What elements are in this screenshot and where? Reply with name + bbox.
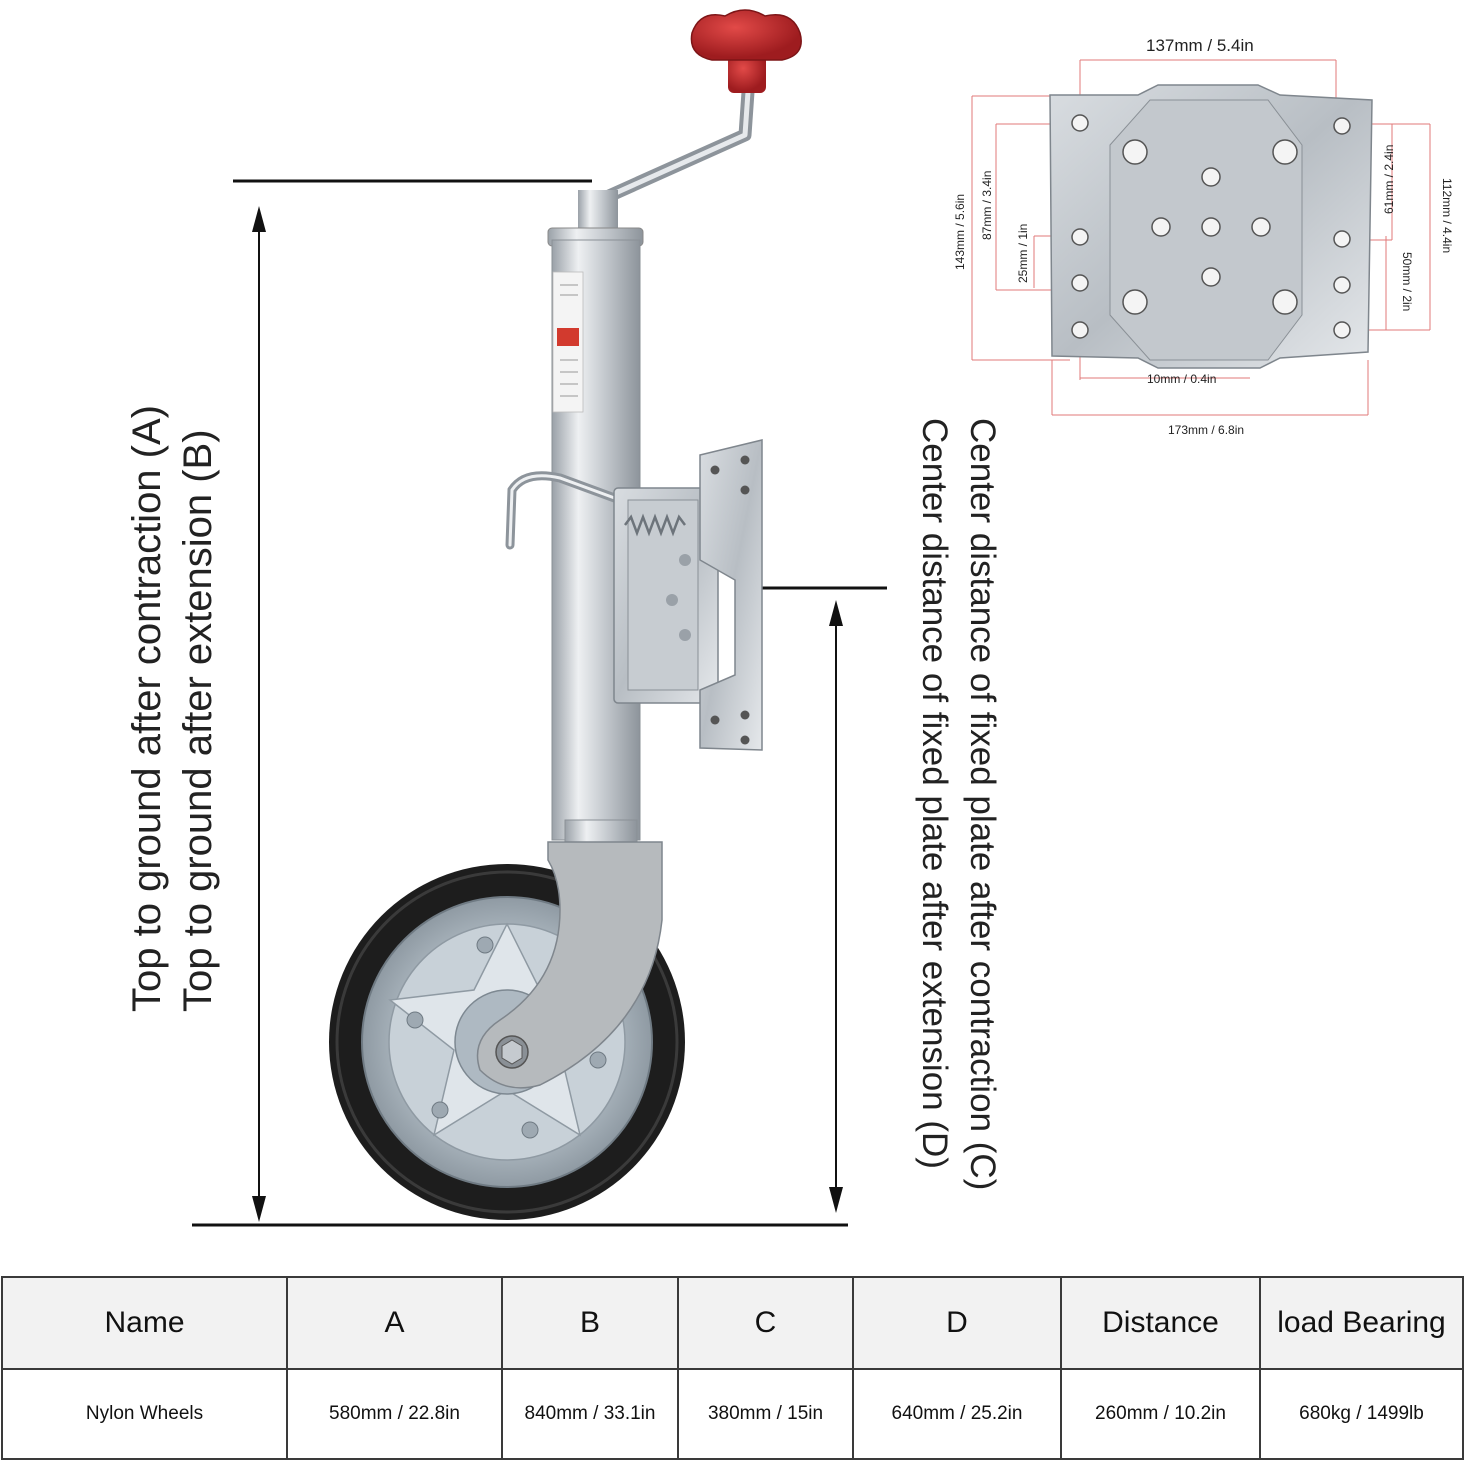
jockey-wheel-diagram — [192, 9, 887, 1227]
plate-body — [1049, 84, 1373, 369]
header-distance: Distance — [1060, 1276, 1261, 1370]
fork — [476, 841, 663, 1089]
spec-table: Name A B C D Distance load Bearing Nylon… — [1, 1276, 1464, 1460]
plate-left-outer: 143mm / 5.6in — [953, 193, 967, 270]
mounting-plate-drawing — [971, 59, 1431, 416]
clamp-bracket — [505, 471, 719, 704]
header-load-bearing: load Bearing — [1259, 1276, 1464, 1370]
label-d: Center distance of fixed plate after ext… — [915, 418, 954, 1169]
crank-handle — [591, 9, 802, 229]
dimension-ab — [192, 179, 848, 1227]
table-row: Nylon Wheels 580mm / 22.8in 840mm / 33.1… — [1, 1368, 1464, 1460]
label-a: Top to ground after contraction (A) — [125, 405, 169, 1012]
cell-c: 380mm / 15in — [677, 1368, 854, 1460]
fixed-plate — [699, 439, 763, 751]
cell-d: 640mm / 25.2in — [852, 1368, 1062, 1460]
plate-top-width: 137mm / 5.4in — [1146, 36, 1254, 55]
plate-right-inner: 50mm / 2in — [1400, 252, 1414, 312]
plate-left-mid: 87mm / 3.4in — [980, 170, 994, 240]
label-c: Center distance of fixed plate after con… — [963, 418, 1002, 1191]
header-a: A — [286, 1276, 503, 1370]
cell-a: 580mm / 22.8in — [286, 1368, 503, 1460]
cell-b: 840mm / 33.1in — [501, 1368, 679, 1460]
plate-left-inner: 25mm / 1in — [1016, 223, 1030, 283]
plate-hole-offset: 10mm / 0.4in — [1147, 372, 1217, 386]
cell-load-bearing: 680kg / 1499lb — [1259, 1368, 1464, 1460]
header-name: Name — [1, 1276, 288, 1370]
header-b: B — [501, 1276, 679, 1370]
plate-right-top: 61mm / 2.4in — [1382, 144, 1396, 214]
header-d: D — [852, 1276, 1062, 1370]
label-b: Top to ground after extension (B) — [176, 429, 220, 1012]
plate-bottom-width: 173mm / 6.8in — [1168, 423, 1245, 437]
cell-name: Nylon Wheels — [1, 1368, 288, 1460]
table-header-row: Name A B C D Distance load Bearing — [1, 1276, 1464, 1370]
cell-distance: 260mm / 10.2in — [1060, 1368, 1261, 1460]
plate-right-outer: 112mm / 4.4in — [1440, 178, 1454, 254]
header-c: C — [677, 1276, 854, 1370]
